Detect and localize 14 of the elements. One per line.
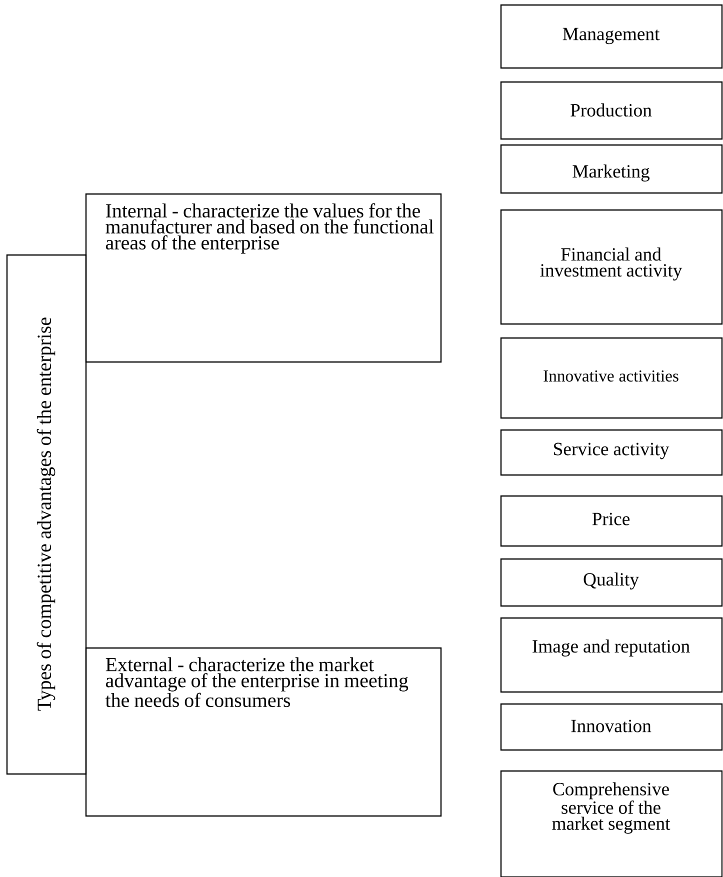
description-box: Internal - characterize the values for the manufacturer and based on the functional areas of the enterprise: [85, 193, 442, 363]
description-box: External - characterize the market advantage of the enterprise in meeting the needs of consumers: [85, 647, 442, 817]
item-box: Comprehensive service of the market segment: [500, 770, 723, 877]
item-box: Service activity: [500, 429, 723, 476]
item-box: Image and reputation: [500, 617, 723, 693]
item-box: Innovative activities: [500, 337, 723, 419]
item-box: Management: [500, 4, 723, 69]
item-box: Price: [500, 495, 723, 547]
item-box: Innovation: [500, 703, 723, 751]
category-box: Types of competitive advantages of the enterprise: [6, 254, 87, 775]
item-box: Financial and investment activity: [500, 209, 723, 325]
item-box: Quality: [500, 558, 723, 607]
item-box: Marketing: [500, 144, 723, 194]
item-box: Production: [500, 81, 723, 140]
